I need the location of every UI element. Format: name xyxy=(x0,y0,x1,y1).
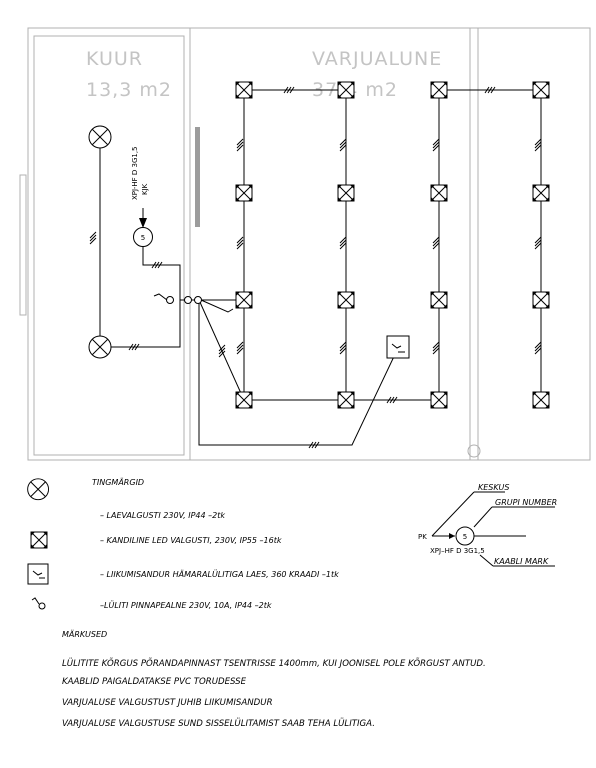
cable-ticks xyxy=(89,86,542,449)
square-led-icon xyxy=(532,391,550,409)
notes-title: MÄRKUSED xyxy=(62,629,107,639)
square-led-icon xyxy=(30,531,48,549)
square-led-icon xyxy=(235,184,253,202)
ceiling-lamp-icon xyxy=(27,478,50,501)
room-name-varjualune: VARJUALUNE xyxy=(312,48,442,70)
switch-group xyxy=(153,293,234,313)
square-led-icon xyxy=(235,291,253,309)
svg-text:KESKUS: KESKUS xyxy=(478,483,509,492)
square-led-icon xyxy=(430,291,448,309)
legend-item-text: – KANDILINE LED VALGUSTI, 230V, IP55 –16… xyxy=(100,536,282,545)
svg-text:5: 5 xyxy=(463,533,467,541)
note-line: LÜLITITE KÕRGUS PÕRANDAPINNAST TSENTRISS… xyxy=(62,657,486,669)
svg-text:XPJ–HF D 3G1,5: XPJ–HF D 3G1,5 xyxy=(430,547,485,555)
square-led-icon xyxy=(430,184,448,202)
svg-text:PK: PK xyxy=(418,533,427,541)
legend-title: TINGMÄRGID xyxy=(92,477,144,487)
svg-text:KAABLI MARK: KAABLI MARK xyxy=(494,557,549,566)
legend: TINGMÄRGID – LAEVALGUSTI 230V, IP44 –2tk… xyxy=(27,477,339,610)
ceiling-lamp-icon xyxy=(88,335,112,359)
square-led-icon xyxy=(337,291,355,309)
square-led-icon xyxy=(235,81,253,99)
legend-item-text: –LÜLITI PINNAPEALNE 230V, 10A, IP44 –2tk xyxy=(100,600,272,610)
notes: MÄRKUSED LÜLITITE KÕRGUS PÕRANDAPINNAST … xyxy=(62,629,486,729)
legend-item-text: – LAEVALGUSTI 230V, IP44 –2tk xyxy=(100,511,225,520)
svg-text:GRUPI NUMBER: GRUPI NUMBER xyxy=(495,498,557,507)
svg-text:5: 5 xyxy=(141,234,145,242)
note-line: VARJUALUSE VALGUSTUSE SUND SISSELÜLITAMI… xyxy=(62,718,375,729)
legend-item-text: – LIIKUMISANDUR HÄMARALÜLITIGA LAES, 360… xyxy=(100,569,339,579)
ceiling-lamp-icon xyxy=(88,125,112,149)
motion-sensor-icon xyxy=(27,563,49,585)
group-number-circle: 5 xyxy=(133,227,153,247)
square-led-icon xyxy=(337,391,355,409)
square-led-icon xyxy=(337,184,355,202)
square-led-icon xyxy=(532,184,550,202)
square-led-icon xyxy=(532,291,550,309)
switch-icon xyxy=(31,597,46,610)
square-led-icon xyxy=(430,391,448,409)
group-key: PK 5 KESKUS GRUPI NUMBER XPJ–HF D 3G1,5 … xyxy=(418,483,557,567)
square-led-icon xyxy=(337,81,355,99)
square-led-icon xyxy=(235,391,253,409)
square-led-icon xyxy=(532,81,550,99)
cable-label-kjk: KJK xyxy=(141,183,149,195)
note-line: VARJUALUSE VALGUSTUST JUHIB LIIKUMISANDU… xyxy=(62,698,273,708)
wiring xyxy=(99,89,542,446)
note-line: KAABLID PAIGALDATAKSE PVC TORUDESSE xyxy=(62,677,247,687)
room-name-kuur: KUUR xyxy=(86,48,143,70)
building-walls xyxy=(19,27,591,461)
room-area-kuur: 13,3 m2 xyxy=(86,79,172,101)
square-led-icon xyxy=(430,81,448,99)
cable-label-vertical: XPJ-HF D 3G1,5 xyxy=(131,147,139,201)
motion-sensor-icon xyxy=(386,335,410,359)
